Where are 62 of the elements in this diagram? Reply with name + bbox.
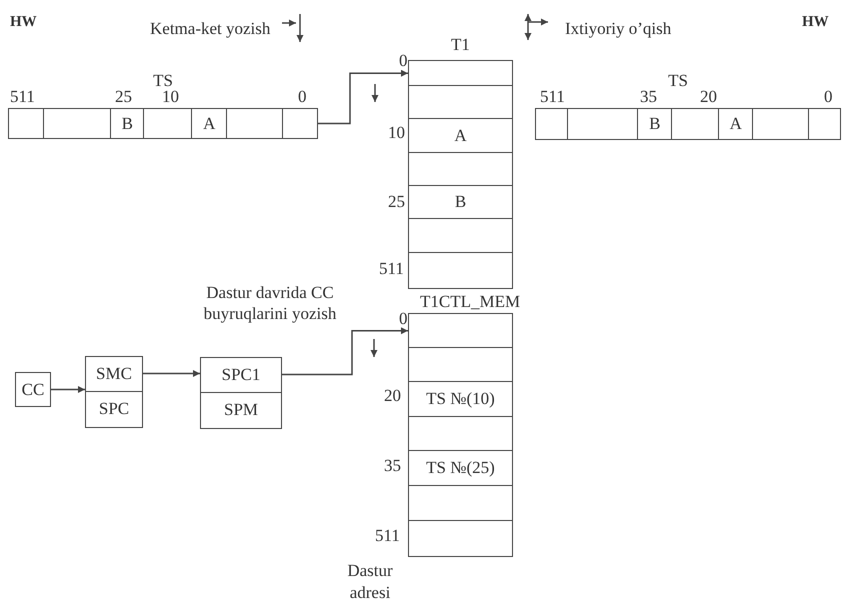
memory-cell (408, 218, 513, 254)
memory-cell: TS №(10) (408, 381, 513, 418)
table-title: TS (152, 72, 174, 90)
bit-number: 511 (540, 88, 565, 107)
bit-number: 20 (700, 88, 717, 107)
bit-number: 10 (162, 88, 179, 107)
memory-cell (226, 108, 284, 139)
bit-number: 0 (824, 88, 832, 107)
memory-cell: B (110, 108, 144, 139)
memory-cell (408, 347, 513, 382)
table-title: T1CTL_MEM (420, 293, 520, 312)
register-field: SMC (85, 356, 143, 392)
bit-number: 35 (640, 88, 657, 107)
memory-cell (808, 108, 840, 140)
memory-cell (408, 60, 513, 86)
memory-cell: A (718, 108, 754, 140)
memory-cell: A (191, 108, 228, 139)
memory-cell (408, 485, 513, 522)
axis-caption: Dastur adresi (346, 560, 394, 604)
memory-cell: TS №(25) (408, 450, 513, 486)
address-number: 35 (384, 457, 401, 476)
table-title: T1 (450, 36, 471, 55)
memory-cell (535, 108, 568, 140)
bit-number: 511 (10, 88, 35, 107)
memory-cell: B (637, 108, 672, 140)
memory-cell (143, 108, 192, 139)
legend-text: Ixtiyoriy o’qish (565, 20, 672, 39)
arrow (142, 370, 200, 377)
bit-number: 0 (298, 88, 306, 107)
address-number: 511 (379, 260, 404, 279)
bit-number: 25 (115, 88, 132, 107)
section-label: HW (10, 14, 37, 30)
table-title: TS (667, 72, 689, 91)
memory-cell (567, 108, 638, 140)
memory-cell (43, 108, 112, 139)
address-number: 0 (399, 310, 408, 329)
address-number: 25 (388, 193, 405, 212)
register-field: SPC1 (200, 357, 282, 394)
memory-cell (408, 85, 513, 120)
memory-cell (408, 416, 513, 452)
memory-cell (752, 108, 810, 140)
memory-cell (8, 108, 44, 139)
arrow (282, 327, 408, 376)
address-number: 10 (388, 124, 405, 143)
address-number: 0 (399, 52, 408, 71)
register-field: SPC (85, 391, 143, 428)
block-box: CC (15, 372, 51, 407)
memory-cell (408, 520, 513, 556)
arrow (318, 70, 408, 124)
memory-cell: B (408, 185, 513, 220)
memory-cell (282, 108, 318, 139)
register-field: SPM (200, 392, 282, 428)
legend-text: Ketma-ket yozish (150, 20, 270, 39)
memory-cell (408, 313, 513, 348)
memory-cell (408, 252, 513, 288)
arrow (50, 386, 85, 393)
address-number: 511 (375, 527, 400, 546)
address-number: 20 (384, 387, 401, 406)
memory-cell: A (408, 118, 513, 154)
memory-cell (671, 108, 720, 140)
memory-cell (408, 152, 513, 186)
section-label: HW (802, 14, 829, 30)
